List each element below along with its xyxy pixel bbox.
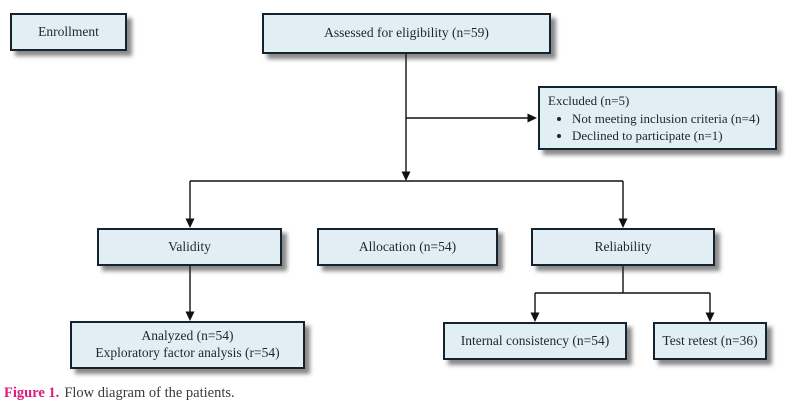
- reliability-box: Reliability: [531, 228, 715, 266]
- arrow-validity-to-analyzed: [185, 266, 195, 321]
- assessed-for-eligibility-box: Assessed for eligibility (n=59): [262, 13, 551, 54]
- analyzed-box: Analyzed (n=54) Exploratory factor analy…: [70, 321, 305, 369]
- figure-caption-label: Figure 1.: [4, 385, 60, 401]
- excluded-reason-item: Declined to participate (n=1): [572, 128, 760, 145]
- test-retest-box: Test retest (n=36): [653, 322, 767, 360]
- arrow-to-internal-consistency: [530, 293, 540, 322]
- enrollment-box: Enrollment: [10, 13, 127, 51]
- validity-label: Validity: [168, 238, 211, 254]
- reliability-label: Reliability: [594, 238, 652, 254]
- allocation-label: Allocation (n=54): [358, 238, 457, 254]
- arrow-assessed-to-junction: [401, 54, 411, 181]
- excluded-title: Excluded (n=5): [548, 93, 630, 108]
- validity-box: Validity: [97, 228, 282, 266]
- internal-consistency-label: Internal consistency (n=54): [460, 332, 610, 348]
- analyzed-line1: Analyzed (n=54): [141, 328, 234, 344]
- arrow-to-reliability: [618, 181, 628, 228]
- test-retest-label: Test retest (n=36): [662, 332, 758, 348]
- enrollment-label: Enrollment: [38, 23, 99, 39]
- arrow-to-test-retest: [705, 293, 715, 322]
- analyzed-line2: Exploratory factor analysis (r=54): [95, 345, 280, 360]
- internal-consistency-box: Internal consistency (n=54): [443, 322, 627, 360]
- excluded-reasons-list: Not meeting inclusion criteria (n=4) Dec…: [572, 111, 760, 145]
- figure-caption: Figure 1.Flow diagram of the patients.: [4, 385, 235, 402]
- arrow-assessed-to-excluded: [406, 113, 537, 123]
- excluded-box: Excluded (n=5) Not meeting inclusion cri…: [538, 86, 777, 150]
- assessed-label: Assessed for eligibility (n=59): [324, 25, 489, 41]
- excluded-reason-item: Not meeting inclusion criteria (n=4): [572, 111, 760, 128]
- figure-caption-text: Flow diagram of the patients.: [64, 385, 235, 401]
- allocation-box: Allocation (n=54): [317, 228, 498, 266]
- reliability-branch-line: [535, 266, 710, 294]
- arrow-to-validity: [185, 181, 195, 228]
